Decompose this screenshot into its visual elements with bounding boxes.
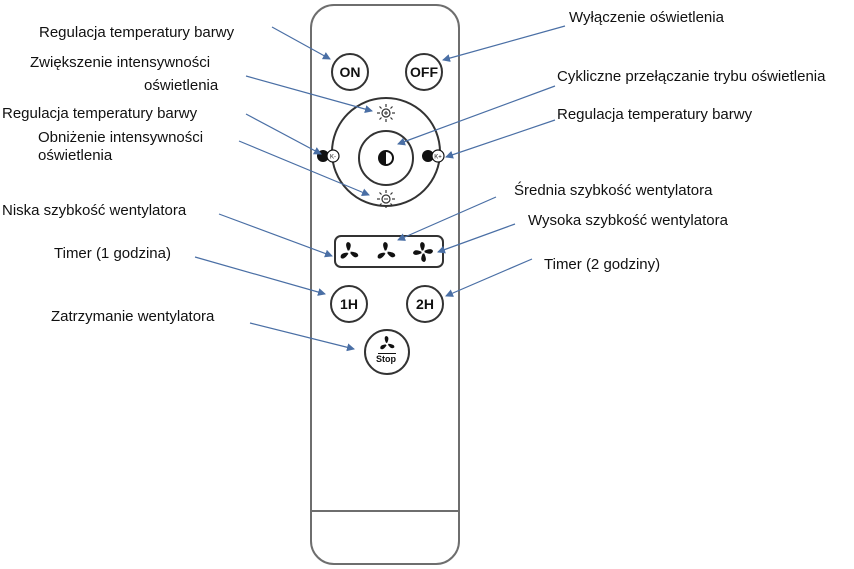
label-fan-medium: Średnia szybkość wentylatora (514, 182, 713, 199)
label-cycle-mode: Cykliczne przełączanie trybu oświetlenia (557, 68, 826, 85)
on-button[interactable]: ON (331, 53, 369, 91)
arrow-temp-right (445, 119, 556, 159)
label-timer-1h: Timer (1 godzina) (54, 245, 171, 262)
label-temp-right: Regulacja temperatury barwy (557, 106, 753, 123)
fan-medium-icon[interactable] (375, 241, 397, 263)
remote-divider (312, 510, 458, 512)
timer-1h-button[interactable]: 1H (330, 285, 368, 323)
label-intensity-up-line2: oświetlenia (144, 77, 219, 94)
label-intensity-down-line1: Obniżenie intensywności (38, 129, 204, 146)
arrow-intensity-down (238, 140, 370, 197)
stop-underline (378, 353, 396, 354)
brightness-down-icon[interactable] (376, 189, 396, 209)
label-fan-stop: Zatrzymanie wentylatora (51, 308, 215, 325)
arrow-fan-high (437, 223, 516, 254)
fan-stop-icon (380, 336, 395, 350)
arrow-light-off (442, 25, 566, 62)
arrow-fan-low (218, 213, 333, 258)
arrow-fan-medium (397, 196, 497, 241)
k-minus-text: K- (330, 155, 336, 161)
fan-low-icon[interactable] (338, 241, 360, 263)
stop-label: Stop (376, 354, 396, 364)
arrow-cycle-mode (397, 85, 556, 146)
label-fan-high: Wysoka szybkość wentylatora (528, 212, 728, 229)
label-temp-left: Regulacja temperatury barwy (2, 105, 198, 122)
color-temp-plus-icon[interactable]: K+ (421, 149, 447, 163)
label-intensity-down-line2: oświetlenia (38, 147, 113, 164)
arrow-temp-left (245, 113, 322, 155)
label-temp-top: Regulacja temperatury barwy (39, 24, 235, 41)
k-plus-text: K+ (434, 155, 442, 161)
label-timer-2h: Timer (2 godziny) (544, 256, 661, 273)
fan-high-icon[interactable] (412, 241, 434, 263)
cycle-mode-icon (378, 150, 394, 166)
arrow-timer-1h (194, 256, 326, 296)
label-light-off: Wyłączenie oświetlenia (569, 9, 724, 26)
arrow-temp-top (271, 26, 331, 60)
timer-2h-button[interactable]: 2H (406, 285, 444, 323)
arrow-intensity-up (245, 75, 373, 113)
arrow-timer-2h (445, 258, 533, 297)
label-fan-low: Niska szybkość wentylatora (2, 202, 187, 219)
brightness-up-icon[interactable] (376, 103, 396, 123)
off-button[interactable]: OFF (405, 53, 443, 91)
label-intensity-up-line1: Zwiększenie intensywności (30, 54, 211, 71)
arrow-fan-stop (249, 322, 355, 352)
